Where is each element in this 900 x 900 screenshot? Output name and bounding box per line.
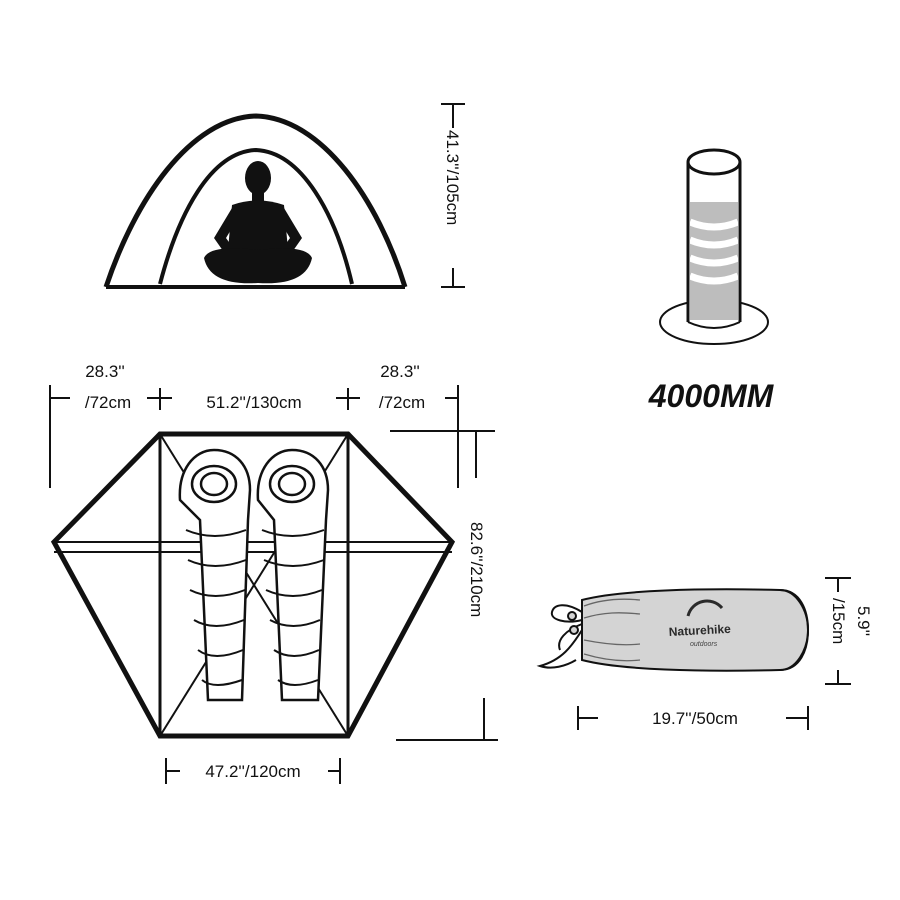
packed-bag-icon: Naturehike outdoors xyxy=(536,588,810,672)
bag-length-dimension xyxy=(577,706,809,730)
vestibule-right-metric: /72cm xyxy=(379,393,425,412)
floor-dimension-right xyxy=(390,430,498,741)
tent-inner-arc xyxy=(158,147,354,285)
vestibule-right-imperial: 28.3'' xyxy=(380,362,420,381)
vestibule-left-imperial: 28.3'' xyxy=(85,362,125,381)
bag-diameter-dimension xyxy=(825,577,851,685)
waterproof-column-icon xyxy=(659,148,769,345)
inner-tent-rect xyxy=(158,432,350,738)
floor-dimension-bottom xyxy=(165,758,341,784)
floor-dimension-top xyxy=(49,385,459,488)
tent-front-view xyxy=(103,113,408,289)
end-width-label: 47.2''/120cm xyxy=(205,762,300,781)
height-label: 41.3''/105cm xyxy=(443,130,462,225)
waterproof-rating: 4000MM xyxy=(648,378,775,414)
sitting-person-icon xyxy=(204,161,312,284)
sleeping-bag-right-icon xyxy=(256,448,330,702)
tent-outer-arc xyxy=(103,113,408,288)
drawstring-icon xyxy=(536,604,583,669)
bag-diameter-metric: /15cm xyxy=(829,598,848,644)
height-dimension xyxy=(441,103,465,288)
inner-width-label: 51.2''/130cm xyxy=(206,393,301,412)
brand-tagline: outdoors xyxy=(690,641,718,648)
sleeping-bag-left-icon xyxy=(178,448,252,702)
naturehike-logo: Naturehike outdoors xyxy=(668,599,731,648)
vestibule-left-metric: /72cm xyxy=(85,393,131,412)
floor-plan xyxy=(50,431,456,739)
floor-length-label: 82.6''/210cm xyxy=(467,522,486,617)
bag-diameter-imperial: 5.9'' xyxy=(854,606,873,636)
bag-length-label: 19.7''/50cm xyxy=(652,709,738,728)
brand-name: Naturehike xyxy=(668,622,731,639)
